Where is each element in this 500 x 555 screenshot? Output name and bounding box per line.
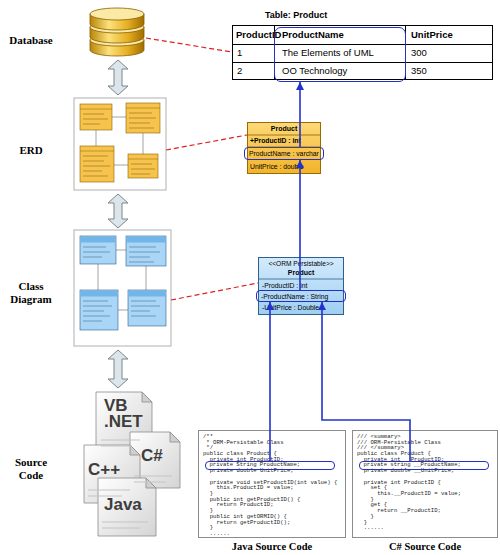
table-title: Table: Product — [265, 10, 327, 21]
column-highlight: ProductNameThe Elements of UML OO Technol… — [274, 27, 406, 82]
column-header: UnitPrice — [411, 29, 453, 41]
table-grid — [232, 25, 493, 80]
code-highlight: private String ProductName; — [205, 461, 335, 470]
table-cell: OO Technology — [282, 65, 347, 77]
class-diagram-thumbnail — [74, 230, 171, 346]
language-name: C++ — [88, 462, 120, 478]
database-icon — [90, 8, 144, 56]
code-line: this.ProductID = value; — [216, 485, 293, 491]
layer-name: ERD — [6, 144, 56, 157]
trace-arrow — [269, 302, 271, 461]
table-cell: 2 — [237, 65, 242, 77]
entity-name: Product — [248, 125, 320, 133]
code-listing: /*** ORM-Persistable Class*/public class… — [198, 430, 346, 538]
class-attribute: -ProductID : int — [262, 281, 307, 290]
stereotype: <<ORM Persistable>> — [259, 260, 343, 268]
entity-column: +ProductID : int — [250, 137, 301, 145]
table-cell: 1 — [237, 47, 242, 59]
class-separator — [258, 279, 344, 280]
class-name: Product — [259, 269, 343, 277]
trace-arrow — [299, 82, 301, 147]
language-name: Java — [104, 497, 142, 513]
trace-arrow — [299, 160, 301, 290]
code-line: private String ProductName; — [210, 462, 301, 468]
code-line: return getProductID(); — [216, 520, 290, 526]
entity-separator — [247, 135, 321, 147]
entity-column: UnitPrice : double — [250, 162, 304, 171]
column-highlight: ProductName : varchar — [244, 147, 324, 160]
table-cell: The Elements of UML — [282, 47, 374, 59]
listing-caption: C# Source Code — [360, 541, 490, 553]
code-line: } — [370, 514, 373, 520]
table-cell: 350 — [411, 65, 427, 77]
erd-entity: Product +ProductID : intUnitPrice : doubl… — [247, 122, 321, 174]
class-attribute: -ProductName : String — [261, 292, 328, 301]
layer-name: Database — [6, 34, 56, 47]
code-line: this.__ProductID = value; — [377, 491, 461, 497]
code-line: * ORM-Persistable Class — [206, 440, 283, 446]
column-header: ProductID — [236, 29, 281, 41]
language-name: VB .NET — [104, 398, 150, 430]
language-name: C# — [141, 448, 163, 464]
code-line: return ProductID; — [216, 502, 273, 508]
code-line: return __ProductID; — [377, 508, 441, 514]
source-code-pages — [84, 392, 180, 536]
erd-thumbnail — [74, 98, 166, 190]
attribute-highlight: -ProductName : String — [256, 290, 346, 302]
code-line: private string __ProductName; — [364, 462, 461, 468]
trace-arrow — [322, 302, 410, 461]
trace-line — [146, 38, 258, 300]
layer-name: Source Code — [6, 456, 56, 482]
layer-name: Class Diagram — [6, 280, 56, 306]
class-attribute: -UnitPrice : Double — [262, 303, 319, 312]
column-header: ProductName — [282, 29, 344, 41]
code-listing: /// <summary>/// ORM-Persistable Class//… — [352, 430, 498, 538]
code-line: ...... — [364, 525, 384, 531]
class-box: <<ORM Persistable>>Product -ProductID : i… — [258, 257, 344, 315]
table-cell: 300 — [411, 47, 427, 59]
code-line: ...... — [210, 531, 230, 537]
entity-column: ProductName : varchar — [249, 149, 319, 158]
listing-caption: Java Source Code — [207, 541, 337, 553]
code-highlight: private string __ProductName; — [359, 461, 489, 470]
